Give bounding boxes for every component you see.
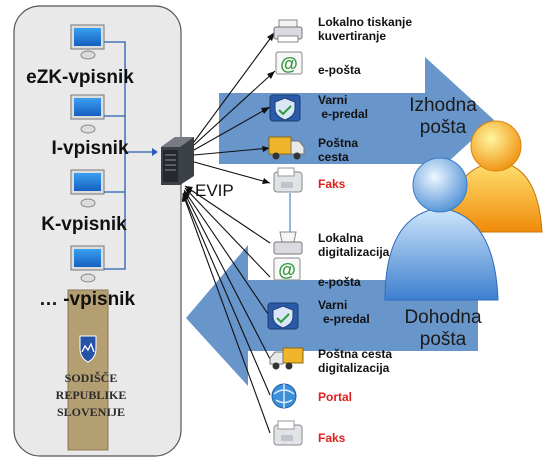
secure-mailbox-icon <box>269 94 301 122</box>
printer-icon <box>273 19 303 43</box>
channel-email-in-label: e-pošta <box>318 275 361 289</box>
register-other-label: … -vpisnik <box>38 289 136 310</box>
incoming-links <box>182 185 271 434</box>
register-k-label: K-vpisnik <box>41 214 127 235</box>
court-name-line-1: SODIŠČE <box>64 371 118 385</box>
portal-icon <box>271 383 297 409</box>
register-panel <box>13 5 182 457</box>
register-ezk-label: eZK-vpisnik <box>26 67 134 88</box>
channel-fax-in-label: Faks <box>318 431 346 445</box>
court-name-line-2: REPUBLIKE SLOVENIJE <box>55 388 127 419</box>
fax-icon <box>273 420 303 446</box>
channel-secure-box-out-label: Varni e-predal <box>318 93 369 121</box>
channel-email-out-label: e-pošta <box>318 63 361 77</box>
email-icon: @ <box>273 257 301 281</box>
register-connector <box>104 41 152 270</box>
evip-label: EVIP <box>195 181 234 200</box>
register-i-label: I-vpisnik <box>51 138 129 159</box>
computer-icon-3 <box>70 169 105 208</box>
svg-text:@: @ <box>280 54 298 74</box>
user-orange-icon <box>447 120 543 233</box>
post-truck-icon <box>269 347 304 370</box>
court-seal-column <box>68 290 108 450</box>
channel-portal-label: Portal <box>318 390 353 404</box>
svg-text:@: @ <box>278 260 296 280</box>
outgoing-links <box>193 31 276 184</box>
email-icon: @ <box>275 51 303 75</box>
secure-mailbox-icon <box>267 302 299 330</box>
post-truck-icon <box>268 136 305 160</box>
computer-icon-1 <box>70 24 105 60</box>
user-blue-icon <box>384 157 499 301</box>
fax-icon <box>273 167 303 193</box>
computer-icon-2 <box>70 94 105 134</box>
channel-fax-out-label: Faks <box>318 177 346 191</box>
evip-server-icon <box>161 137 194 185</box>
scanner-icon <box>273 231 303 255</box>
court-emblem-icon <box>79 335 97 363</box>
computer-icon-4 <box>70 245 105 283</box>
